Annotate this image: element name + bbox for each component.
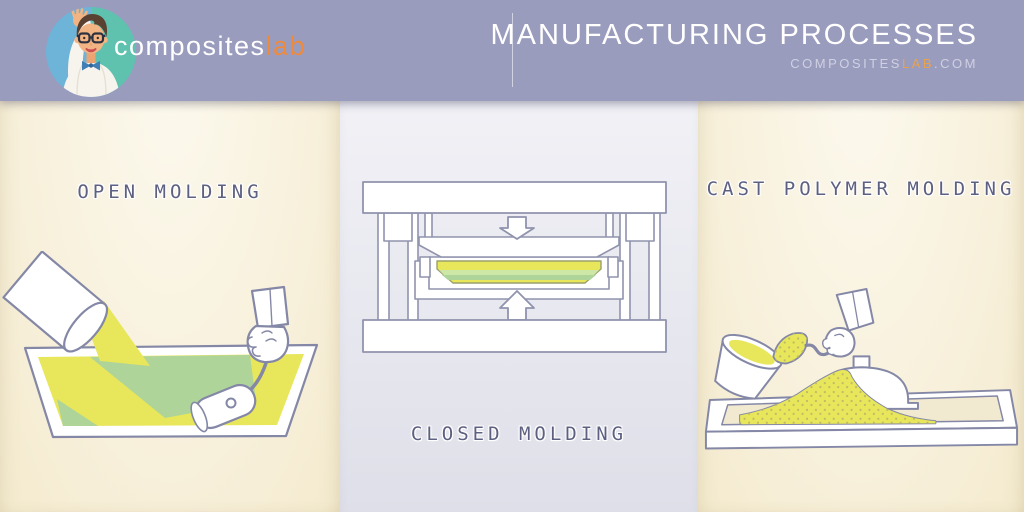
logo-wordmark: compositeslab xyxy=(114,31,306,62)
panel-open-molding: OPEN MOLDING xyxy=(0,101,340,512)
panel-closed-molding: CLOSED MOLDING xyxy=(340,101,698,512)
press-up-arrow-icon xyxy=(499,290,535,321)
website-accent: LAB xyxy=(901,56,935,71)
cast-polymer-title: CAST POLYMER MOLDING xyxy=(706,178,1016,200)
cast-polymer-illustration xyxy=(704,288,1019,450)
website-suffix: .COM xyxy=(934,56,978,71)
scientist-avatar-icon xyxy=(46,7,136,97)
header-bar: compositeslab MANUFACTURING PROCESSES CO… xyxy=(0,0,1024,101)
closed-molding-press-illustration xyxy=(362,181,667,353)
logo-text-accent: lab xyxy=(265,31,307,61)
press-down-arrow-icon xyxy=(499,216,535,240)
process-panels: OPEN MOLDING xyxy=(0,101,1024,512)
panel-cast-polymer-molding: CAST POLYMER MOLDING xyxy=(698,101,1024,512)
header-title-block: MANUFACTURING PROCESSES COMPOSITESLAB.CO… xyxy=(491,17,979,71)
open-molding-illustration xyxy=(2,251,319,439)
closed-molding-title: CLOSED MOLDING xyxy=(410,423,628,445)
open-molding-title: OPEN MOLDING xyxy=(77,181,263,203)
website-url: COMPOSITESLAB.COM xyxy=(491,56,979,71)
website-primary: COMPOSITES xyxy=(790,56,902,71)
header-divider xyxy=(512,13,513,87)
logo-text: composites xyxy=(114,31,266,61)
banner-title: MANUFACTURING PROCESSES xyxy=(490,19,978,51)
